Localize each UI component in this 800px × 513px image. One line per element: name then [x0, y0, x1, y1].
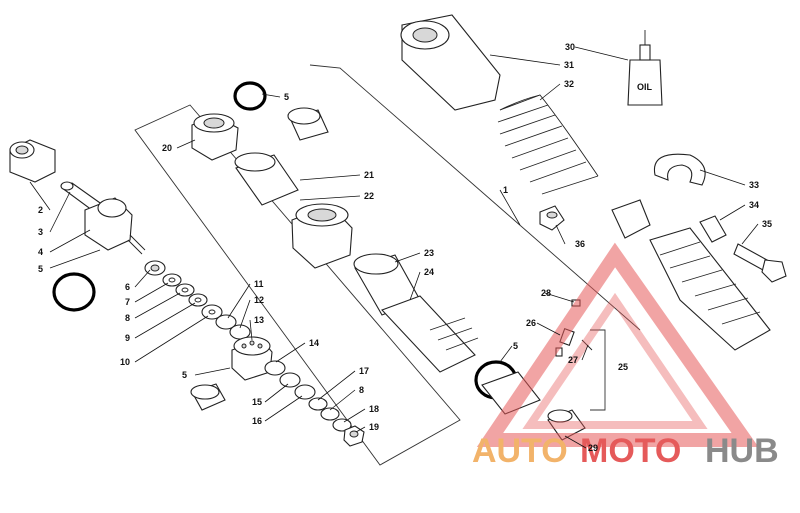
callout-5-left: 5	[38, 264, 43, 274]
callout-9: 9	[125, 333, 130, 343]
callout-29: 29	[588, 443, 598, 453]
leader-lines	[29, 46, 759, 449]
callout-8: 8	[125, 313, 130, 323]
part-14-shim	[264, 360, 286, 376]
oil-bottle-label: OIL	[637, 82, 653, 92]
part-2-bushing	[9, 139, 56, 183]
part-19-nut	[343, 425, 365, 447]
part-32-spring	[497, 94, 599, 195]
watermark-moto: MOTO	[580, 432, 681, 470]
callout-11: 11	[254, 279, 264, 289]
inner-assembly-frame	[134, 104, 461, 466]
callout-3: 3	[38, 227, 43, 237]
part-31-bumper-boot	[400, 14, 501, 111]
callout-14: 14	[309, 338, 319, 348]
part-5-bearing-top	[287, 107, 329, 141]
callout-26: 26	[526, 318, 536, 328]
watermark-auto: AUTO	[472, 432, 568, 470]
part-5-oring-top	[233, 81, 267, 111]
part-33-clip	[653, 153, 706, 186]
callout-30: 30	[565, 42, 575, 52]
part-8-lower-shim	[320, 407, 340, 421]
callout-35: 35	[762, 219, 772, 229]
part-5-bearing-lower	[190, 383, 226, 411]
part-27-pin	[581, 339, 593, 351]
part-9-shim	[188, 293, 208, 307]
part-34-spacer	[699, 215, 727, 243]
callout-6: 6	[125, 282, 130, 292]
callout-28: 28	[541, 288, 551, 298]
watermark-hub: HUB	[705, 432, 779, 470]
part-30-oil-bottle: OIL	[627, 30, 663, 106]
callout-5-right: 5	[513, 341, 518, 351]
callout-20: 20	[162, 143, 172, 153]
callout-36: 36	[575, 239, 585, 249]
part-35-bolt	[733, 243, 787, 283]
callout-34: 34	[749, 200, 759, 210]
callout-4: 4	[38, 247, 43, 257]
part-15-shim	[279, 372, 301, 388]
callout-23: 23	[424, 248, 434, 258]
part-22-adjuster-ring	[291, 203, 353, 269]
callout-5-top: 5	[284, 92, 289, 102]
watermark-logo-triangle	[476, 242, 759, 447]
automotohub-watermark: AUTO MOTO HUB	[472, 242, 779, 470]
part-4-shaft-eye	[84, 197, 146, 255]
part-10-shim	[201, 304, 223, 320]
callout-7: 7	[125, 297, 130, 307]
callout-24: 24	[424, 267, 434, 277]
part-6-washer	[144, 260, 166, 276]
part-8-shim	[175, 283, 195, 297]
part-1-shock-assembly	[611, 199, 771, 351]
callout-25: 25	[618, 362, 628, 372]
callout-33: 33	[749, 180, 759, 190]
callout-17: 17	[359, 366, 369, 376]
callout-31: 31	[564, 60, 574, 70]
valve-group-bracket	[590, 329, 606, 411]
callout-19: 19	[369, 422, 379, 432]
part-21-bushing	[234, 152, 299, 206]
part-13-piston	[231, 336, 273, 381]
main-assembly-frame	[309, 64, 641, 331]
part-24-shock-body	[381, 295, 479, 373]
callout-13: 13	[254, 315, 264, 325]
part-16-shim	[294, 384, 316, 400]
callout-1: 1	[503, 185, 508, 195]
callout-labels: 2 3 4 5 6 7 8 9 10 11 12 13 14 5 15 16 1…	[38, 42, 772, 453]
callout-15: 15	[252, 397, 262, 407]
callout-27: 27	[568, 355, 578, 365]
callout-32: 32	[564, 79, 574, 89]
callout-2: 2	[38, 205, 43, 215]
callout-21: 21	[364, 170, 374, 180]
part-5-oring-left	[52, 272, 96, 312]
part-17-shim	[308, 397, 328, 411]
callout-22: 22	[364, 191, 374, 201]
part-36-nut	[539, 205, 565, 231]
part-29-bushing	[547, 409, 586, 441]
part-18-washer	[332, 418, 352, 432]
part-20-seal-head	[191, 113, 239, 161]
callout-8-lower: 8	[359, 385, 364, 395]
callout-5-lower: 5	[182, 370, 187, 380]
callout-10: 10	[120, 357, 130, 367]
callout-12: 12	[254, 295, 264, 305]
callout-18: 18	[369, 404, 379, 414]
callout-16: 16	[252, 416, 262, 426]
part-11-shim	[215, 314, 237, 330]
